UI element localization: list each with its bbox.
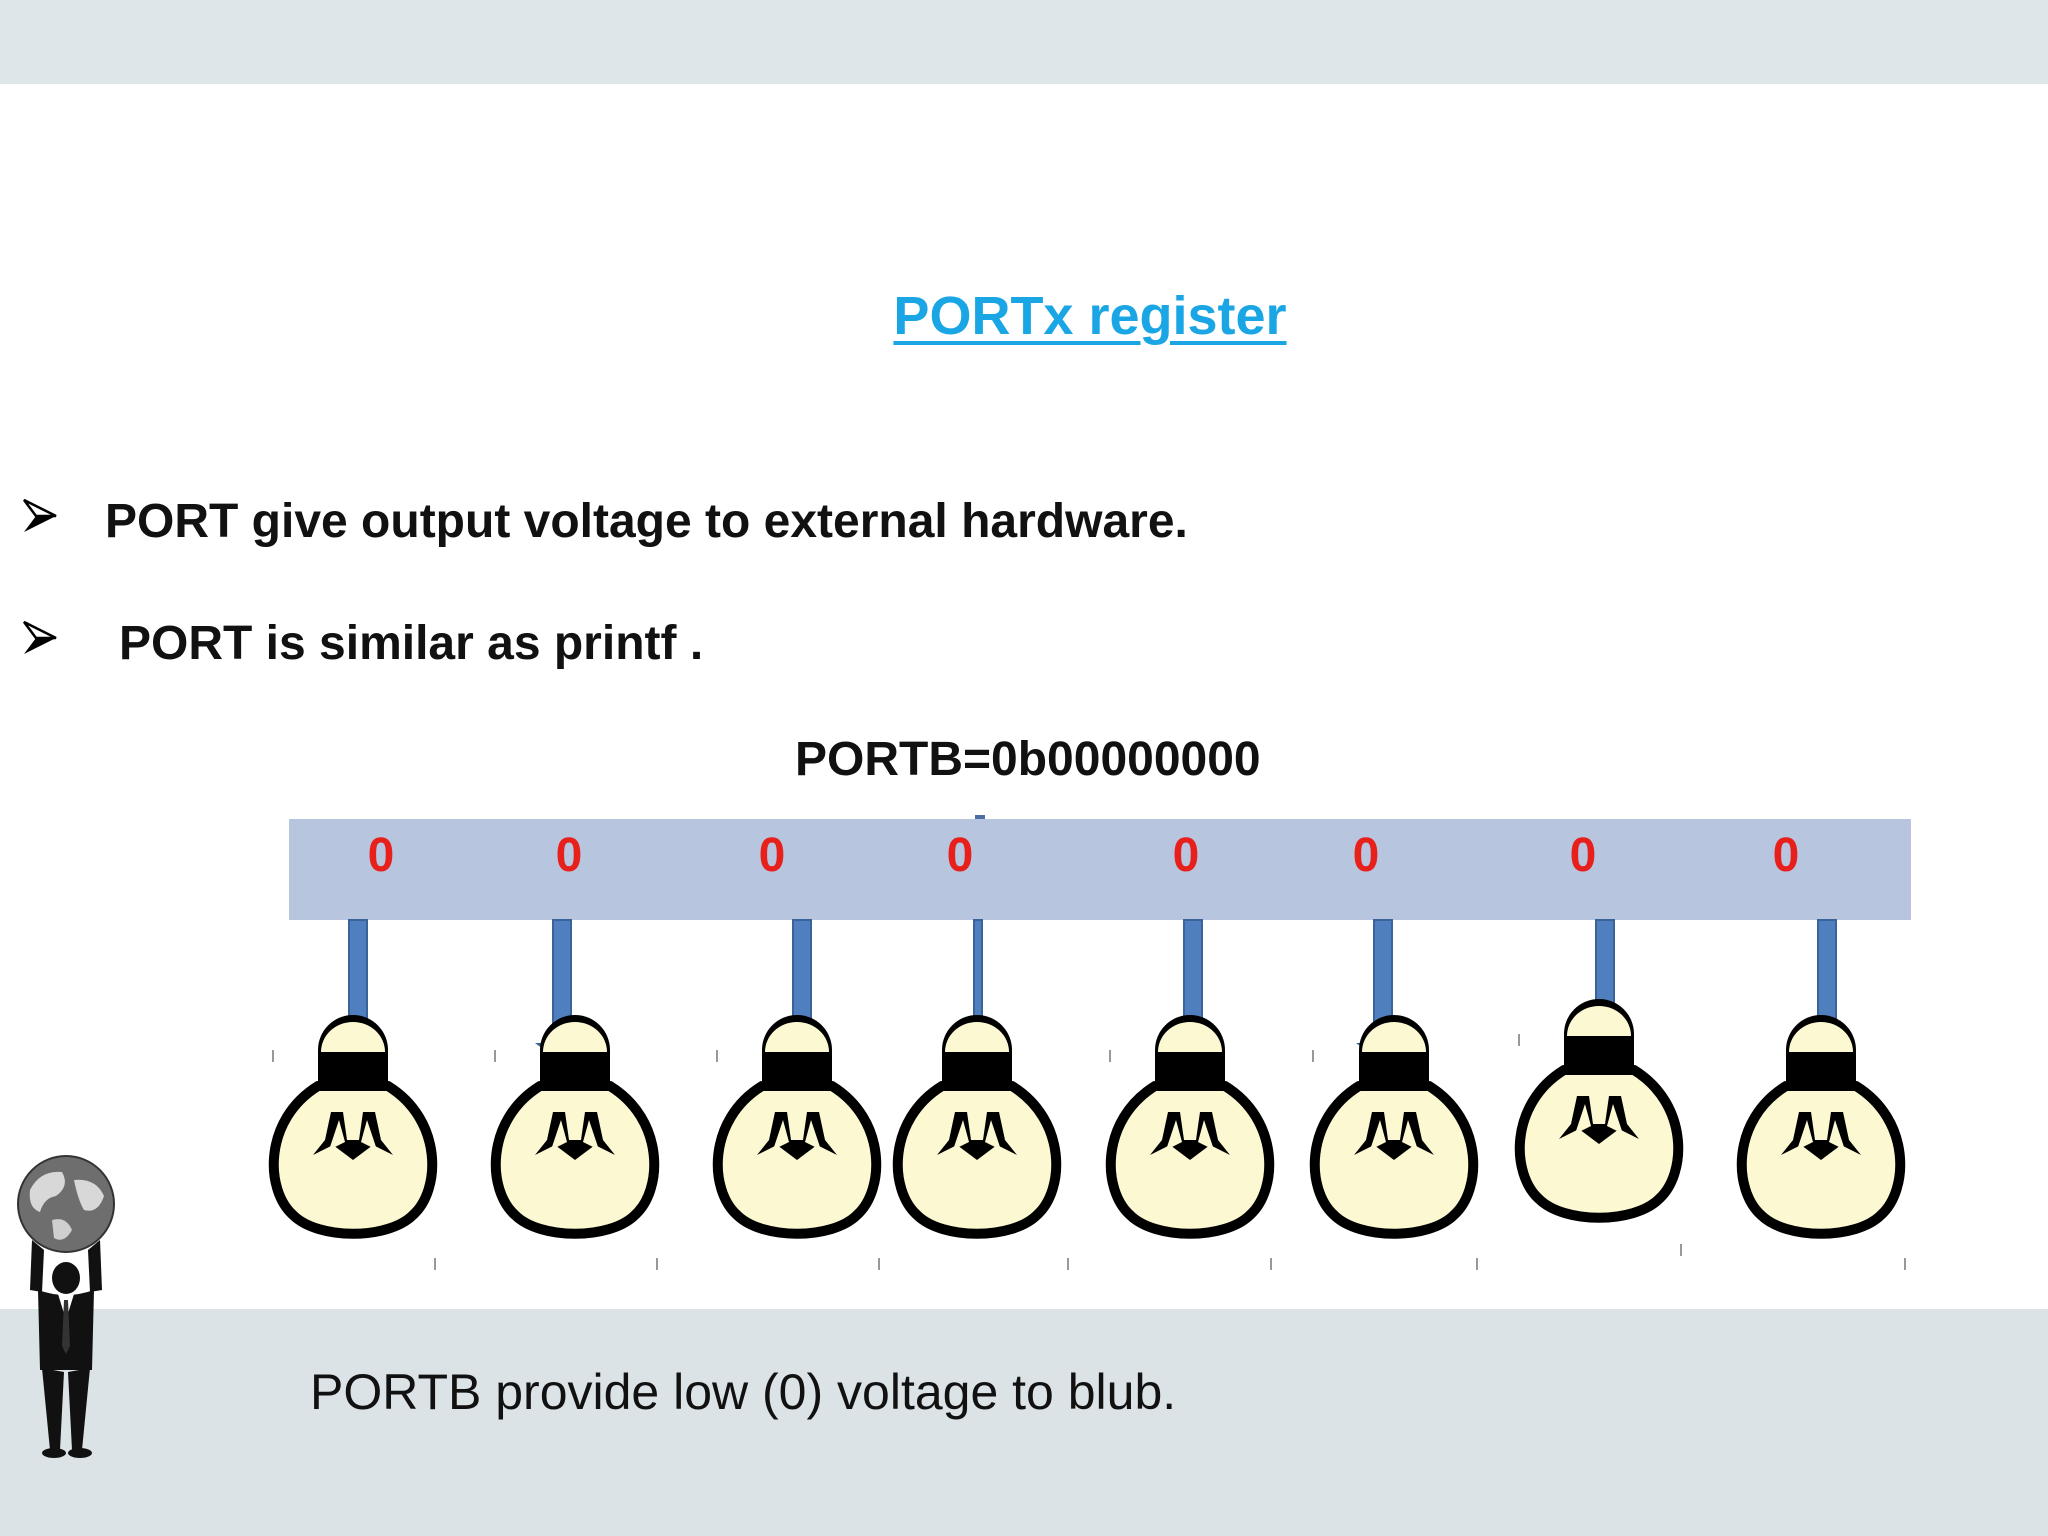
register-assignment-label: PORTB=0b00000000 xyxy=(795,733,1261,786)
down-arrow-icon xyxy=(331,919,385,1064)
businessman-holding-globe-icon xyxy=(17,1155,115,1458)
slide-title: PORTx register xyxy=(893,286,1287,346)
down-arrow-icon xyxy=(1166,919,1220,1064)
light-bulb-icon xyxy=(1520,999,1678,1218)
down-arrow-icon xyxy=(535,919,589,1064)
bullet-text: PORT is similar as printf . xyxy=(119,617,704,670)
light-bulb-icon xyxy=(274,1015,432,1234)
bit-value: 0 xyxy=(555,829,583,882)
register-tick xyxy=(975,815,985,819)
top-band xyxy=(0,0,2048,84)
light-bulb-icon xyxy=(1111,1015,1269,1234)
bit-value: 0 xyxy=(1172,829,1200,882)
light-bulb-icon xyxy=(496,1015,654,1234)
down-arrow-icon xyxy=(1578,919,1632,1046)
down-arrow-icon xyxy=(963,919,993,1048)
frame-ticks xyxy=(272,1034,1906,1270)
light-bulb-icon xyxy=(898,1015,1056,1234)
bullet-text: PORT give output voltage to external har… xyxy=(105,495,1188,548)
footer-caption: PORTB provide low (0) voltage to blub. xyxy=(310,1364,1177,1420)
down-arrow-icon xyxy=(775,919,829,1064)
bit-value: 0 xyxy=(1569,829,1597,882)
light-bulb-icon xyxy=(1742,1015,1900,1234)
bit-value: 0 xyxy=(758,829,786,882)
light-bulb-icon xyxy=(1315,1015,1473,1234)
bit-value: 0 xyxy=(1352,829,1380,882)
down-arrow-icon xyxy=(1356,919,1410,1064)
down-arrow-icon xyxy=(1800,919,1854,1064)
arrowhead-bullet-icon xyxy=(23,620,57,654)
arrowhead-bullet-icon xyxy=(23,498,57,532)
bit-value: 0 xyxy=(1772,829,1800,882)
light-bulb-icon xyxy=(718,1015,876,1234)
bit-value: 0 xyxy=(367,829,395,882)
bit-value: 0 xyxy=(946,829,974,882)
register-bar xyxy=(289,819,1911,920)
bottom-band xyxy=(0,1309,2048,1536)
